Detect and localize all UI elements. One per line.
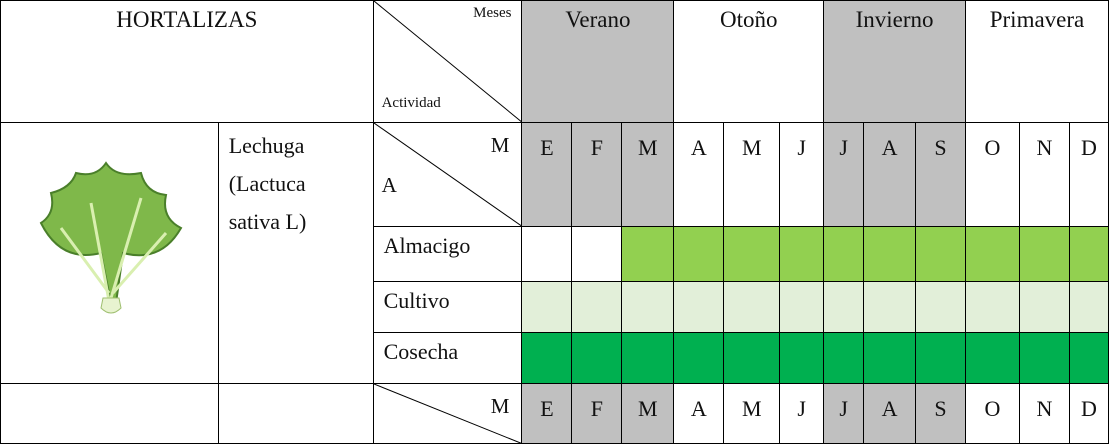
activity-cell (915, 281, 966, 333)
activity-cell (1018, 226, 1070, 282)
ma-header-cell-next: M (372, 383, 523, 444)
activity-label-cultivo: Cultivo (372, 281, 523, 333)
vegetable-name-line-2: (Lactuca (228, 171, 306, 196)
month-cell: D (1068, 383, 1109, 444)
month-cell: F (571, 383, 623, 444)
vegetable-name-line-3: sativa L) (228, 209, 307, 234)
months-row: Lechuga (Lactuca sativa L) M A E F M A M… (0, 122, 1109, 384)
vegetable-name-line-1: Lechuga (228, 133, 305, 158)
activity-cell (823, 332, 865, 384)
activity-cell (521, 281, 573, 333)
month-cell: O (964, 383, 1020, 444)
activity-cell (823, 226, 865, 282)
months-row-next: M E F M A M J J A S O N D (0, 383, 1109, 444)
ma-label-m: M (490, 133, 510, 157)
season-invierno: Invierno (823, 0, 966, 123)
month-cell: S (915, 383, 966, 444)
lettuce-icon (39, 161, 183, 314)
month-cell: D (1068, 122, 1109, 227)
activity-cell (1068, 281, 1109, 333)
season-verano: Verano (521, 0, 675, 123)
vegetable-name-cell-next (217, 383, 374, 444)
activity-cell (964, 281, 1020, 333)
month-cell: S (915, 122, 966, 227)
activity-cell (723, 281, 781, 333)
month-cell: E (521, 383, 573, 444)
month-cell: M (621, 122, 675, 227)
ma-label-a: A (381, 173, 397, 197)
month-cell: N (1018, 383, 1070, 444)
activity-cell (964, 332, 1020, 384)
activity-cell (673, 281, 725, 333)
month-cell: J (823, 122, 865, 227)
hortalizas-header: HORTALIZAS (0, 0, 374, 123)
activity-cell (1018, 281, 1070, 333)
month-cell: N (1018, 122, 1070, 227)
activity-cell (571, 281, 623, 333)
month-cell: A (863, 122, 917, 227)
activity-row-almacigo: Almacigo (1, 226, 1109, 282)
activity-cell (779, 332, 825, 384)
month-cell: A (673, 383, 725, 444)
activity-row-cosecha: Cosecha (1, 332, 1109, 384)
ma-label-m: M (490, 394, 510, 418)
activity-cell (823, 281, 865, 333)
activity-cell (723, 226, 781, 282)
activity-cell (964, 226, 1020, 282)
activity-cell (621, 332, 675, 384)
activity-cell (779, 226, 825, 282)
month-cell: J (823, 383, 865, 444)
season-otono: Otoño (673, 0, 825, 123)
month-cell: J (779, 122, 825, 227)
activity-cell (1068, 332, 1109, 384)
activity-label-cosecha: Cosecha (372, 332, 523, 384)
month-cell: F (571, 122, 623, 227)
month-cell: J (779, 383, 825, 444)
diagonal-line (374, 123, 521, 226)
vegetable-image-cell-next (0, 383, 219, 444)
activity-cell (1018, 332, 1070, 384)
ma-header-cell: M A (372, 122, 523, 227)
activity-cell (571, 226, 623, 282)
activity-cell (863, 281, 917, 333)
season-primavera: Primavera (964, 0, 1109, 123)
activity-cell (621, 281, 675, 333)
activity-cell (521, 226, 573, 282)
activity-label-almacigo: Almacigo (372, 226, 523, 282)
actividad-label: Actividad (381, 95, 441, 111)
activity-cell (621, 226, 675, 282)
activity-cell (915, 226, 966, 282)
activity-cell (521, 332, 573, 384)
activity-cell (779, 281, 825, 333)
vegetable-name-cell: Lechuga (Lactuca sativa L) (217, 122, 374, 384)
activity-cell (723, 332, 781, 384)
activity-cell (571, 332, 623, 384)
activity-cell (673, 332, 725, 384)
month-cell: E (521, 122, 573, 227)
activity-cell (863, 226, 917, 282)
month-cell: A (863, 383, 917, 444)
meses-actividad-header: Meses Actividad (372, 0, 523, 123)
activity-cell (863, 332, 917, 384)
vegetable-image-cell (0, 122, 219, 384)
diagonal-line (374, 1, 521, 122)
activity-cell (1068, 226, 1109, 282)
activity-cell (673, 226, 725, 282)
month-cell: M (723, 122, 781, 227)
month-cell: M (723, 383, 781, 444)
month-cell: O (964, 122, 1020, 227)
month-cell: A (673, 122, 725, 227)
month-cell: M (621, 383, 675, 444)
activity-cell (915, 332, 966, 384)
meses-label: Meses (473, 5, 512, 21)
header-row: HORTALIZAS Meses Actividad Verano Otoño … (0, 0, 1109, 123)
